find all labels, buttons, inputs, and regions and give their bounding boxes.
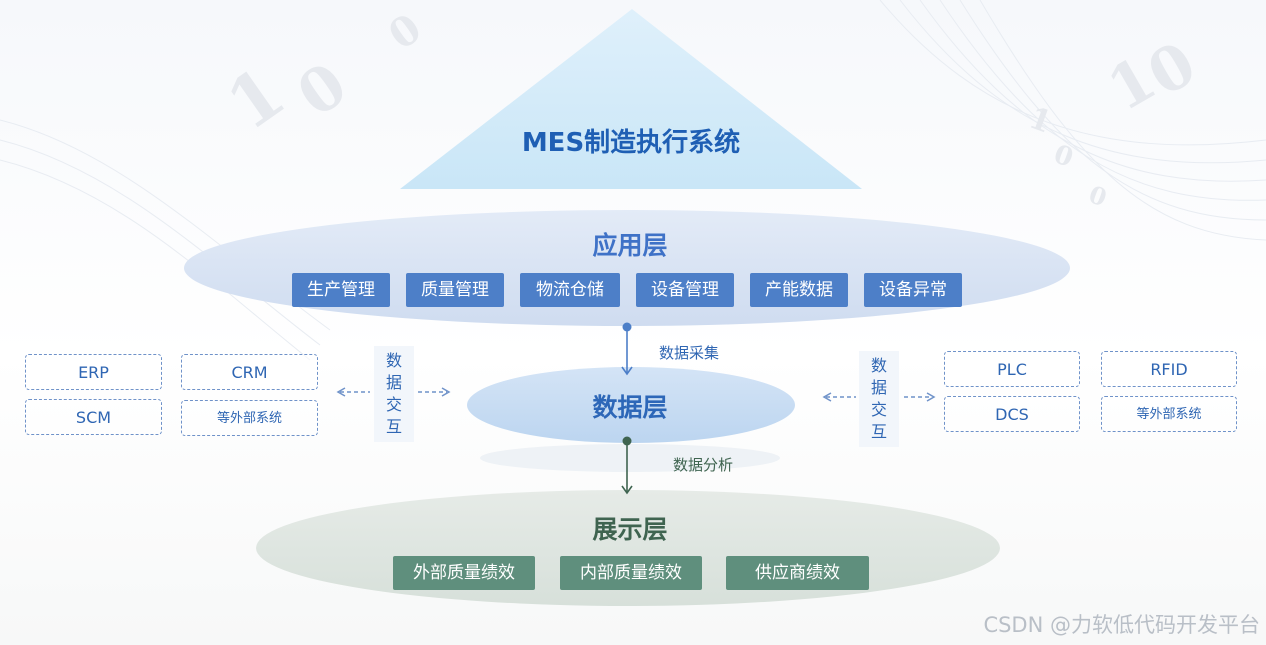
module-quality-management[interactable]: 质量管理 bbox=[406, 273, 504, 307]
external-system-other-left[interactable]: 等外部系统 bbox=[181, 400, 318, 436]
right-exchange-arrows bbox=[822, 392, 936, 402]
svg-text:1: 1 bbox=[1024, 101, 1056, 141]
right-exchange-char: 互 bbox=[870, 422, 887, 441]
svg-text:1: 1 bbox=[212, 51, 300, 147]
decorative-curves bbox=[0, 0, 1266, 361]
module-capacity-data[interactable]: 产能数据 bbox=[750, 273, 848, 307]
left-exchange-char: 互 bbox=[385, 417, 402, 436]
data-layer-shadow bbox=[480, 444, 780, 472]
display-internal-quality[interactable]: 内部质量绩效 bbox=[560, 556, 702, 590]
data-layer-title: 数据层 bbox=[592, 393, 668, 422]
external-system-rfid[interactable]: RFID bbox=[1101, 351, 1237, 387]
right-data-exchange-label: 数 据 交 互 bbox=[859, 351, 899, 447]
left-exchange-arrows bbox=[336, 387, 451, 397]
display-external-quality[interactable]: 外部质量绩效 bbox=[393, 556, 535, 590]
left-data-exchange-label: 数 据 交 互 bbox=[374, 346, 414, 442]
external-system-scm[interactable]: SCM bbox=[25, 399, 162, 435]
analyze-arrow bbox=[621, 436, 633, 495]
left-exchange-char: 据 bbox=[385, 373, 402, 392]
application-layer-ellipse bbox=[184, 210, 1070, 326]
external-system-crm[interactable]: CRM bbox=[181, 354, 318, 390]
right-exchange-char: 交 bbox=[870, 400, 887, 419]
display-layer-title: 展示层 bbox=[592, 515, 668, 544]
svg-text:0: 0 bbox=[380, 5, 430, 59]
module-production-management[interactable]: 生产管理 bbox=[292, 273, 390, 307]
data-analyze-label: 数据分析 bbox=[673, 456, 734, 474]
display-supplier-performance[interactable]: 供应商绩效 bbox=[726, 556, 869, 590]
application-layer-title: 应用层 bbox=[592, 231, 668, 260]
external-system-erp[interactable]: ERP bbox=[25, 354, 162, 390]
system-title: MES制造执行系统 bbox=[521, 128, 741, 158]
module-logistics-warehouse[interactable]: 物流仓储 bbox=[520, 273, 620, 307]
collect-arrow bbox=[621, 322, 633, 376]
left-exchange-char: 交 bbox=[385, 395, 402, 414]
module-equipment-exception[interactable]: 设备异常 bbox=[864, 273, 962, 307]
external-system-plc[interactable]: PLC bbox=[944, 351, 1080, 387]
module-equipment-management[interactable]: 设备管理 bbox=[636, 273, 734, 307]
svg-text:0: 0 bbox=[1085, 179, 1111, 212]
system-triangle bbox=[400, 9, 862, 189]
svg-text:0: 0 bbox=[1050, 139, 1077, 173]
data-layer-ellipse bbox=[467, 367, 795, 443]
right-exchange-char: 数 bbox=[870, 356, 887, 375]
external-system-other-right[interactable]: 等外部系统 bbox=[1101, 396, 1237, 432]
watermark: CSDN @力软低代码开发平台 bbox=[983, 613, 1260, 637]
data-collect-label: 数据采集 bbox=[659, 344, 720, 362]
external-system-dcs[interactable]: DCS bbox=[944, 396, 1080, 432]
right-exchange-char: 据 bbox=[870, 378, 887, 397]
left-exchange-char: 数 bbox=[385, 351, 402, 370]
